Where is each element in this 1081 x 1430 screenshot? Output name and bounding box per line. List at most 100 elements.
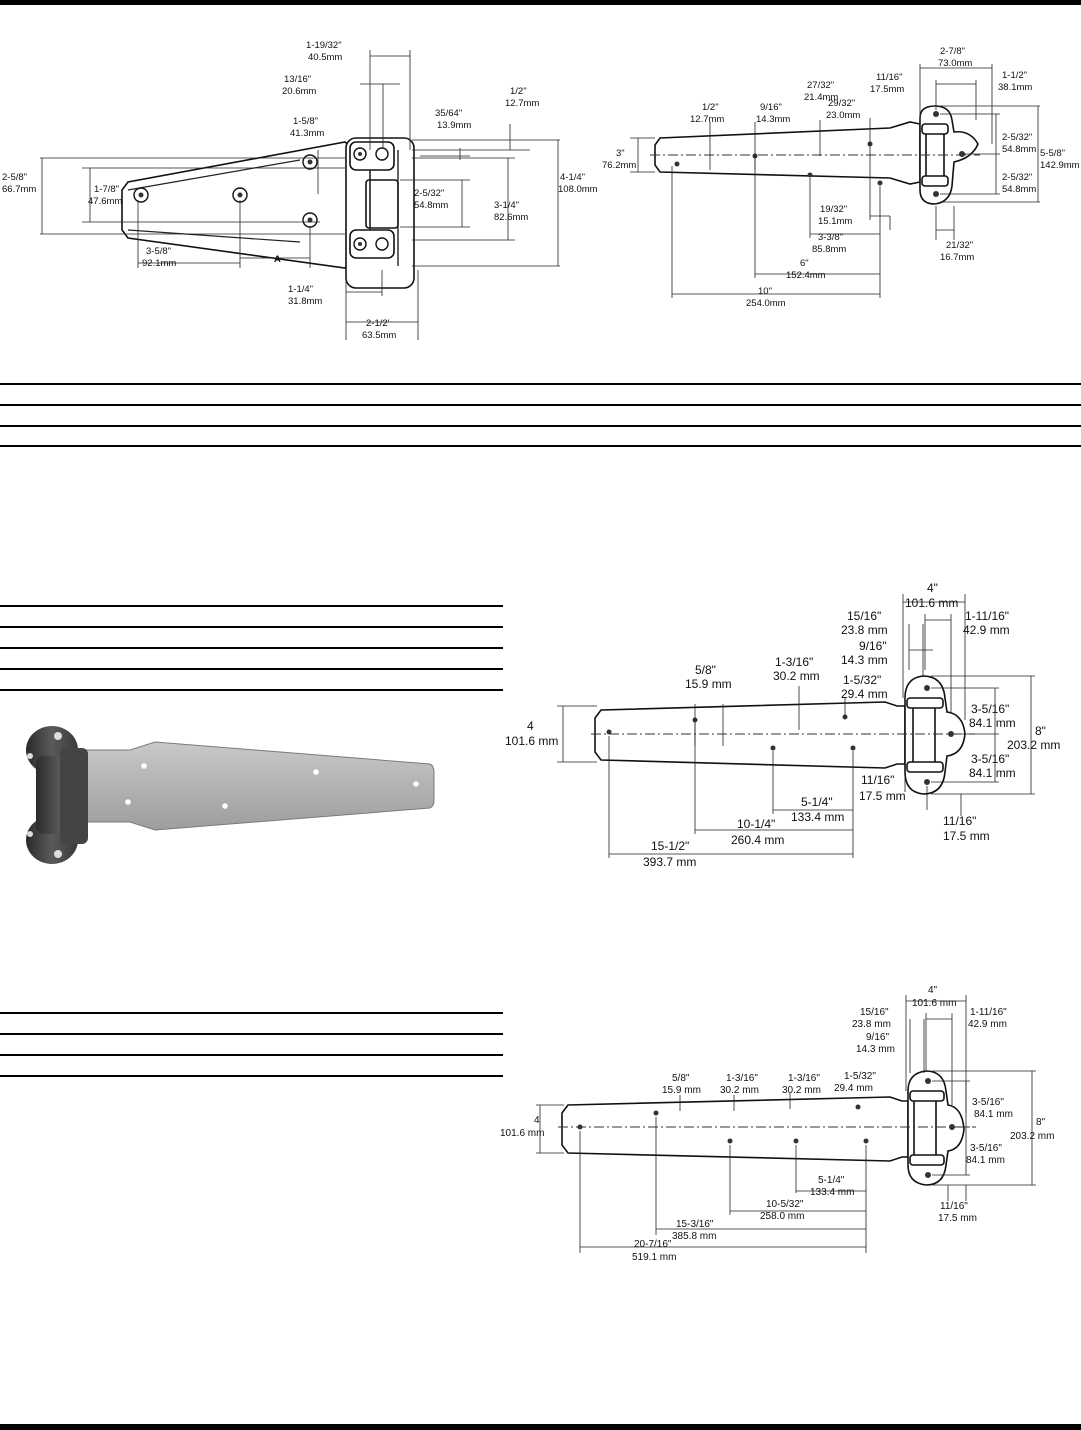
dim-label: 1-5/32" [843, 673, 881, 687]
dim-label: 385.8 mm [672, 1231, 716, 1242]
dimension-labels: 2-7/8" 73.0mm 11/16" 17.5mm 1-1/2" 38.1m… [602, 46, 1080, 309]
dimension-labels: 1-19/32" 40.5mm 13/16" 20.6mm 1/2" 12.7m… [2, 40, 598, 341]
dim-label: 20.6mm [282, 86, 316, 97]
table-rule [0, 1033, 503, 1035]
dim-label: 10" [758, 286, 772, 297]
mounting-holes [577, 1078, 955, 1178]
dim-label: 1-11/16" [970, 1007, 1007, 1018]
dim-label: 15/16" [860, 1007, 889, 1018]
dim-label: 17.5 mm [859, 789, 906, 803]
dimension-labels: 4" 101.6 mm 15/16" 23.8 mm 1-11/16" 42.9… [505, 581, 1060, 869]
dim-label: 54.8mm [1002, 184, 1036, 195]
dim-label: 11/16" [943, 814, 976, 828]
dim-label: 29.4 mm [841, 687, 888, 701]
dim-label: 29.4 mm [834, 1083, 873, 1094]
dim-label: 9/16" [859, 639, 887, 653]
dim-label: 5/8" [672, 1073, 690, 1084]
dim-label: 6" [800, 258, 809, 269]
dim-label: 4" [927, 581, 938, 595]
dim-label: 29/32" [828, 98, 855, 109]
dim-label: 15-1/2" [651, 839, 689, 853]
table-rule [0, 425, 1081, 427]
dim-label: 54.8mm [1002, 144, 1036, 155]
hinge-drawing-2: 2-7/8" 73.0mm 11/16" 17.5mm 1-1/2" 38.1m… [602, 46, 1080, 309]
dim-label: 12.7mm [505, 98, 539, 109]
dim-label: 23.8 mm [841, 623, 888, 637]
dim-label: 4" [928, 985, 938, 996]
dim-label: 2-5/32" [1002, 172, 1032, 183]
hinge-pin-barrel [912, 703, 936, 767]
dim-label: 23.0mm [826, 110, 860, 121]
dimension-lines [630, 64, 1040, 298]
dim-label: 1-3/16" [775, 655, 813, 669]
table-rule [0, 668, 503, 670]
hinge-product-photo [26, 726, 435, 864]
dim-label: 38.1mm [998, 82, 1032, 93]
dim-label: 5/8" [695, 663, 716, 677]
dim-label: 92.1mm [142, 258, 176, 269]
dim-label: 15.9 mm [662, 1085, 701, 1096]
dim-label: 40.5mm [308, 52, 342, 63]
dim-label: 15-3/16" [676, 1219, 714, 1230]
table-rule [0, 1012, 503, 1014]
dim-label: 1/2" [510, 86, 527, 97]
table-rule [0, 626, 503, 628]
dim-label: 1-3/16" [788, 1073, 820, 1084]
table-rule [0, 404, 1081, 406]
dim-label: 66.7mm [2, 184, 36, 195]
dimension-lines [536, 995, 1036, 1253]
dim-label: 42.9 mm [968, 1019, 1007, 1030]
hinge-knuckle-bottom [349, 229, 395, 259]
dim-label: 13.9mm [437, 120, 471, 131]
table-rule [0, 647, 503, 649]
dim-label: 254.0mm [746, 298, 786, 309]
dim-label: 1/2" [702, 102, 719, 113]
dim-label: 84.1 mm [969, 766, 1016, 780]
dim-label: 2-7/8" [940, 46, 965, 57]
dim-label: 11/16" [876, 72, 902, 83]
dim-label: 2-5/8" [2, 172, 27, 183]
dim-label: A [274, 254, 281, 265]
dim-label: 82.6mm [494, 212, 528, 223]
dim-label: 63.5mm [362, 330, 396, 341]
dimension-labels: 4" 101.6 mm 15/16" 23.8 mm 1-11/16" 42.9… [500, 985, 1054, 1263]
dim-label: 85.8mm [812, 244, 846, 255]
dim-label: 73.0mm [938, 58, 972, 69]
dim-label: 108.0mm [558, 184, 598, 195]
dim-label: 101.6 mm [912, 998, 956, 1009]
hinge-drawing-3: 4" 101.6 mm 15/16" 23.8 mm 1-11/16" 42.9… [505, 581, 1060, 869]
dim-label: 3-1/4" [494, 200, 519, 211]
dim-label: 203.2 mm [1007, 738, 1060, 752]
dim-label: 3-5/8" [146, 246, 171, 257]
dim-label: 5-1/4" [801, 795, 833, 809]
dim-label: 30.2 mm [720, 1085, 759, 1096]
dim-label: 519.1 mm [632, 1252, 676, 1263]
dim-label: 14.3mm [756, 114, 790, 125]
hinge-pin-barrel [913, 1096, 937, 1160]
dim-label: 1-1/2" [1002, 70, 1027, 81]
dim-label: 3-3/8" [818, 232, 843, 243]
dim-label: 133.4 mm [810, 1187, 854, 1198]
dim-label: 3-5/16" [972, 1097, 1004, 1108]
dim-label: 10-5/32" [766, 1199, 804, 1210]
dim-label: 1-19/32" [306, 40, 342, 51]
dim-label: 30.2 mm [782, 1085, 821, 1096]
dim-label: 1-1/4" [288, 284, 313, 295]
dim-label: 101.6 mm [905, 596, 958, 610]
dim-label: 260.4 mm [731, 833, 784, 847]
dim-label: 1-11/16" [965, 609, 1009, 623]
dim-label: 8" [1036, 1117, 1046, 1128]
table-rule [0, 605, 503, 607]
dim-label: 133.4 mm [791, 810, 844, 824]
hinge-knuckle-top [921, 123, 949, 135]
dim-label: 101.6 mm [505, 734, 558, 748]
mounting-holes [133, 147, 389, 251]
dim-label: 9/16" [866, 1032, 889, 1043]
dim-label: 21.4mm [804, 92, 838, 103]
dim-label: 9/16" [760, 102, 782, 113]
dim-label: 4-1/4" [560, 172, 585, 183]
dim-label: 19/32" [820, 204, 847, 215]
dim-label: 35/64" [435, 108, 462, 119]
dim-label: 23.8 mm [852, 1019, 891, 1030]
dim-label: 30.2 mm [773, 669, 820, 683]
